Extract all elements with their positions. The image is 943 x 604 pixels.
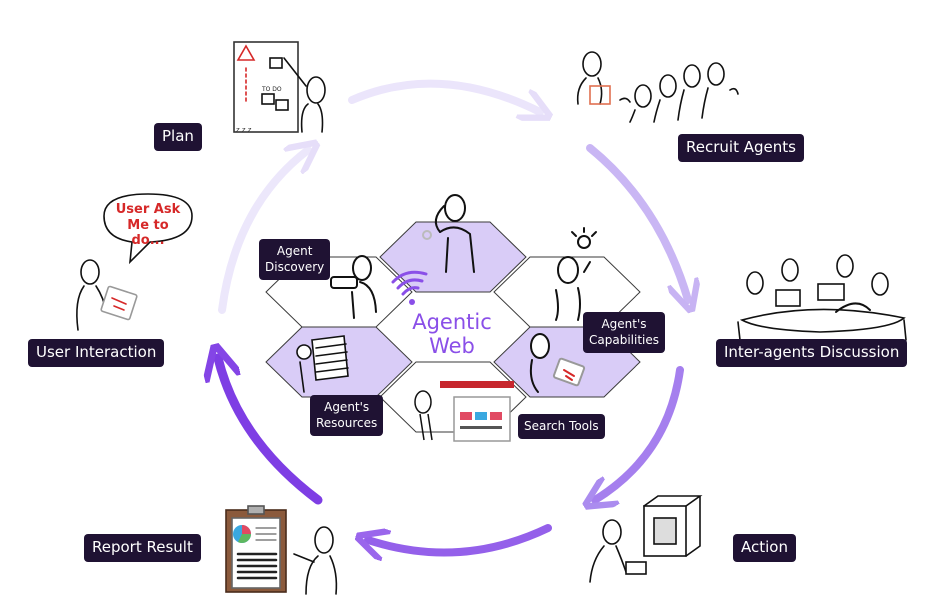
stage-label-plan: Plan xyxy=(154,123,202,151)
wifi-icon xyxy=(391,270,428,305)
stage-label-discussion: Inter-agents Discussion xyxy=(716,339,908,367)
stage-label-recruit: Recruit Agents xyxy=(678,134,804,162)
stack-figure-icon xyxy=(296,335,349,393)
bubble-line-2: Me to do... xyxy=(127,217,169,249)
hex-label-resources: Agent's Resources xyxy=(310,395,384,437)
binoculars-figure-icon xyxy=(330,255,377,319)
arrow-recruit-to-discussion xyxy=(586,144,688,300)
hex-label-discovery-line-1: Agent xyxy=(276,244,313,258)
arrow-action-to-report xyxy=(368,524,552,553)
hex-label-resources-line-2: Resources xyxy=(316,416,378,431)
hex-label-search-tools: Search Tools xyxy=(518,414,605,440)
hex-label-capabilities-line-2: Capabilities xyxy=(589,333,659,348)
browser-figure-icon xyxy=(414,381,514,442)
speech-bubble: User Ask Me to do... xyxy=(112,202,184,249)
user-tablet-icon xyxy=(76,193,193,331)
lightbulb-figure-icon xyxy=(555,227,597,321)
arrow-user-to-plan xyxy=(218,150,308,314)
stage-label-user-interaction: User Interaction xyxy=(28,339,165,367)
printer-figure-icon xyxy=(589,495,703,583)
plan-board-icon xyxy=(233,41,326,133)
meeting-table-icon xyxy=(737,254,907,341)
plan-board-zz: z z z xyxy=(236,126,252,134)
arrow-plan-to-recruit xyxy=(348,79,540,112)
center-title: Agentic Web xyxy=(400,310,504,358)
report-clipboard-icon xyxy=(225,505,338,595)
center-title-line-1: Agentic xyxy=(412,310,492,334)
plan-board-todo: TO DO xyxy=(262,86,282,93)
hex-label-resources-line-1: Agent's xyxy=(324,400,370,414)
hex-label-discovery-line-2: Discovery xyxy=(265,260,325,275)
center-title-line-2: Web xyxy=(429,334,475,359)
thinking-figure-icon xyxy=(422,194,475,273)
arrow-discussion-to-action xyxy=(595,366,684,500)
recruit-crowd-icon xyxy=(576,51,739,123)
tablet-figure-icon xyxy=(529,333,586,393)
hex-label-capabilities-line-1: Agent's xyxy=(601,317,647,331)
bubble-line-1: User Ask xyxy=(115,202,181,217)
hex-label-capabilities: Agent's Capabilities xyxy=(583,312,665,354)
arrow-report-to-user xyxy=(218,358,323,505)
stage-label-action: Action xyxy=(733,534,796,562)
stage-label-report: Report Result xyxy=(84,534,201,562)
hex-top xyxy=(379,221,527,293)
hex-label-discovery: Agent Discovery xyxy=(259,239,331,281)
cycle-arrows xyxy=(218,79,688,553)
